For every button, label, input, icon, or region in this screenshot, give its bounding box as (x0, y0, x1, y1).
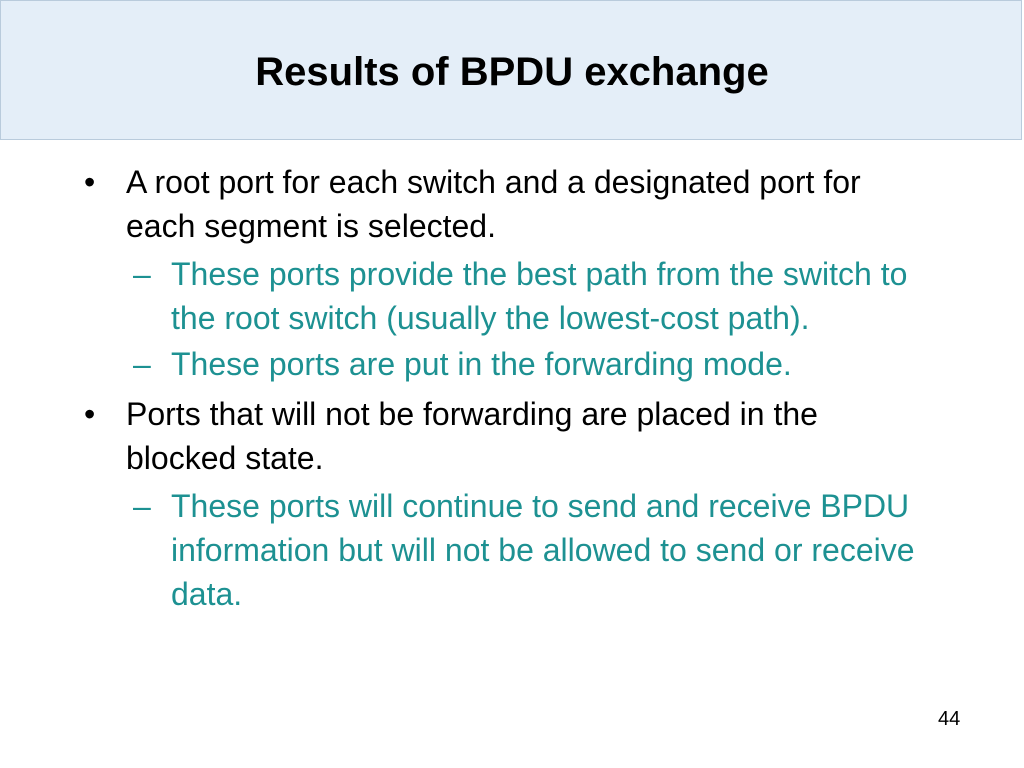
sub-bullet-marker: – (133, 346, 151, 382)
bullet-text: Ports that will not be forwarding are pl… (126, 396, 818, 476)
sub-bullet-item: – These ports provide the best path from… (0, 252, 931, 340)
page-number: 44 (938, 708, 961, 730)
bullet-text: A root port for each switch and a design… (126, 164, 861, 244)
slide-body: • A root port for each switch and a desi… (0, 160, 1024, 618)
sub-bullet-marker: – (133, 488, 151, 524)
title-band (0, 0, 1022, 140)
sub-bullet-text: These ports are put in the forwarding mo… (171, 346, 792, 382)
sub-bullet-item: – These ports are put in the forwarding … (0, 342, 931, 386)
bullet-marker: • (84, 396, 96, 432)
slide-title: Results of BPDU exchange (255, 50, 769, 94)
bullet-marker: • (84, 164, 96, 200)
sub-bullet-text: These ports will continue to send and re… (171, 488, 915, 612)
bullet-item: • A root port for each switch and a desi… (0, 160, 926, 248)
sub-bullet-text: These ports provide the best path from t… (171, 256, 908, 336)
sub-bullet-marker: – (133, 256, 151, 292)
bullet-item: • Ports that will not be forwarding are … (0, 392, 926, 480)
sub-bullet-item: – These ports will continue to send and … (0, 484, 931, 616)
